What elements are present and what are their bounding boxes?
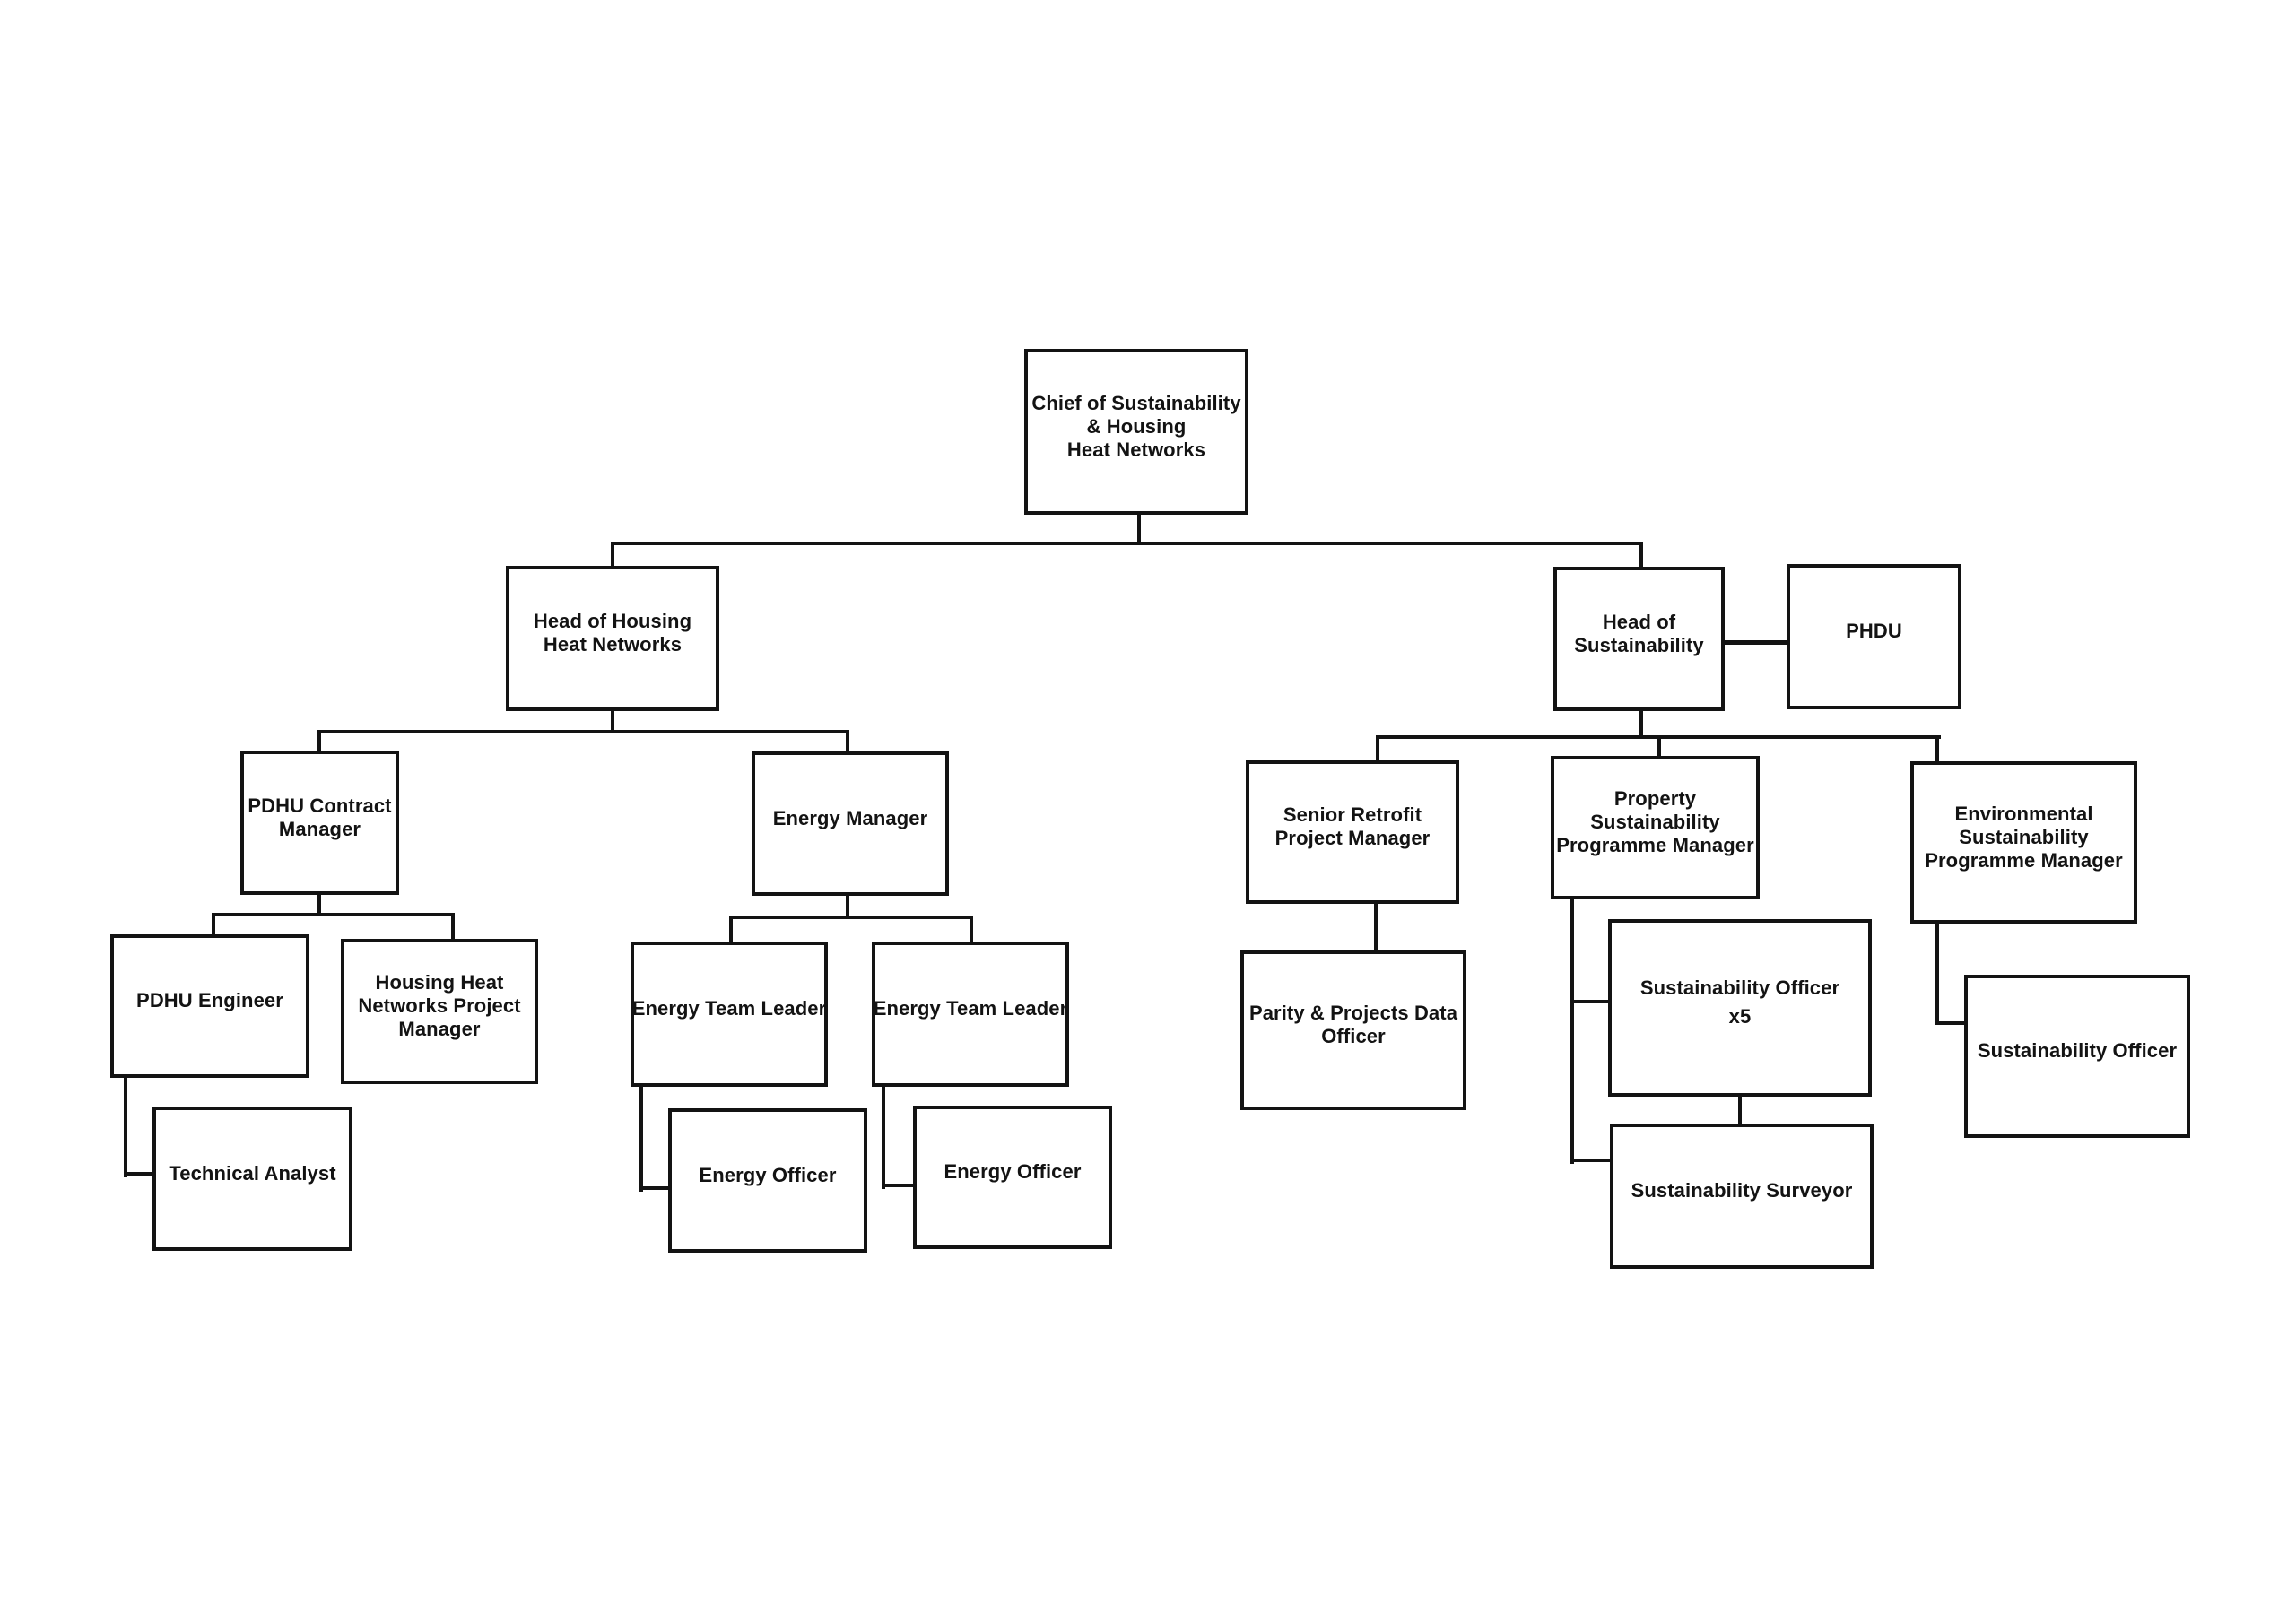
connector-stub-sustainability-officer-x5 — [1570, 1000, 1610, 1003]
connector-drop-property-spm — [1657, 735, 1661, 759]
connector-pdhu-cm-down — [317, 895, 321, 916]
connector-energy-manager-down — [846, 896, 849, 919]
org-node-label: Energy Officer — [699, 1163, 837, 1186]
org-node-label: Energy Manager — [772, 806, 928, 829]
connector-chief-down — [1137, 515, 1141, 545]
connector-drop-energy-manager — [846, 730, 849, 755]
org-node-label: Energy Officer — [944, 1160, 1082, 1183]
connector-environmental-spm-down — [1935, 924, 1939, 1025]
org-node-label: Energy Team Leader — [631, 997, 827, 1020]
org-node-label: Sustainability Officer x5 — [1639, 976, 1840, 1028]
org-node-label: PDHU Engineer — [136, 989, 283, 1011]
connector-drop-pdhu-engineer — [212, 913, 215, 938]
org-node-head-of-sustainability: Head of Sustainability — [1553, 567, 1725, 711]
connector-housing-children-horizontal — [317, 730, 849, 733]
connector-stub-sustainability-surveyor — [1570, 1159, 1612, 1162]
org-node-label: Head of Housing Heat Networks — [533, 610, 692, 655]
connector-pdhu-engineer-analyst-vertical — [124, 1078, 127, 1177]
org-node-label: Chief of Sustainability & Housing Heat N… — [1031, 391, 1241, 461]
org-node-label: Environmental Sustainability Programme M… — [1925, 802, 2123, 872]
org-node-sustainability-surveyor: Sustainability Surveyor — [1610, 1124, 1874, 1269]
connector-drop-head-housing — [611, 542, 614, 568]
connector-energy-children-horizontal — [729, 916, 973, 919]
connector-head-housing-down — [611, 711, 614, 732]
org-node-label: Technical Analyst — [169, 1161, 336, 1185]
connector-top-horizontal — [611, 542, 1643, 545]
org-node-label: Housing Heat Networks Project Manager — [358, 971, 521, 1040]
connector-head-sustainability-phdu — [1725, 640, 1787, 645]
connector-property-spm-trunk — [1570, 899, 1574, 1164]
connector-officer-x5-surveyor — [1738, 1097, 1742, 1124]
org-node-label: Sustainability Surveyor — [1631, 1179, 1853, 1202]
org-node-property-sustainability-programme-manager: Property Sustainability Programme Manage… — [1551, 756, 1760, 899]
connector-drop-environmental-spm — [1935, 735, 1939, 765]
org-node-pdhu-contract-manager: PDHU Contract Manager — [240, 751, 399, 895]
org-node-energy-officer-1: Energy Officer — [668, 1108, 867, 1253]
connector-drop-head-sustainability — [1639, 542, 1643, 568]
connector-etl2-officer-vertical — [882, 1087, 885, 1189]
connector-drop-energy-team-leader-1 — [729, 916, 733, 945]
connector-drop-pdhu-contract-manager — [317, 730, 321, 754]
connector-drop-senior-retrofit — [1376, 735, 1379, 764]
org-node-senior-retrofit-project-manager: Senior Retrofit Project Manager — [1246, 760, 1459, 904]
connector-drop-energy-team-leader-2 — [970, 916, 973, 945]
org-node-energy-officer-2: Energy Officer — [913, 1106, 1112, 1249]
connector-etl2-officer-horizontal — [882, 1184, 917, 1187]
connector-senior-retrofit-parity — [1374, 904, 1378, 950]
org-node-label: Parity & Projects Data Officer — [1248, 1002, 1458, 1047]
connector-pdhu-engineer-analyst-horizontal — [124, 1172, 156, 1176]
connector-head-sustainability-down — [1639, 711, 1643, 739]
org-node-energy-team-leader-2: Energy Team Leader — [872, 942, 1069, 1087]
connector-environmental-spm-officer-horizontal — [1935, 1021, 1968, 1025]
org-node-label: PHDU — [1846, 620, 1902, 642]
org-node-head-of-housing-heat-networks: Head of Housing Heat Networks — [506, 566, 719, 711]
org-node-label: Property Sustainability Programme Manage… — [1556, 787, 1754, 856]
org-node-sustainability-officer-x5: Sustainability Officer x5 — [1608, 919, 1872, 1097]
connector-etl1-officer-horizontal — [639, 1186, 672, 1190]
org-node-label: Senior Retrofit Project Manager — [1274, 803, 1431, 849]
connector-etl1-officer-vertical — [639, 1087, 643, 1192]
org-node-pdhu-engineer: PDHU Engineer — [110, 934, 309, 1078]
org-node-label: Head of Sustainability — [1574, 610, 1704, 656]
org-node-label: Energy Team Leader — [873, 997, 1068, 1020]
org-node-energy-team-leader-1: Energy Team Leader — [631, 942, 828, 1087]
org-node-sustainability-officer: Sustainability Officer — [1964, 975, 2190, 1138]
org-node-housing-heat-networks-project-manager: Housing Heat Networks Project Manager — [341, 939, 538, 1084]
org-node-chief-of-sustainability: Chief of Sustainability & Housing Heat N… — [1024, 349, 1248, 515]
org-node-energy-manager: Energy Manager — [752, 751, 949, 896]
org-node-phdu: PHDU — [1787, 564, 1961, 709]
org-node-label: Sustainability Officer — [1977, 1039, 2178, 1062]
connector-pdhu-cm-children-horizontal — [212, 913, 455, 916]
org-node-technical-analyst: Technical Analyst — [152, 1107, 352, 1251]
connector-drop-housing-hn-pm — [451, 913, 455, 942]
org-node-parity-projects-data-officer: Parity & Projects Data Officer — [1240, 950, 1466, 1110]
org-node-label: PDHU Contract Manager — [248, 794, 392, 840]
org-node-environmental-sustainability-programme-manager: Environmental Sustainability Programme M… — [1910, 761, 2137, 924]
